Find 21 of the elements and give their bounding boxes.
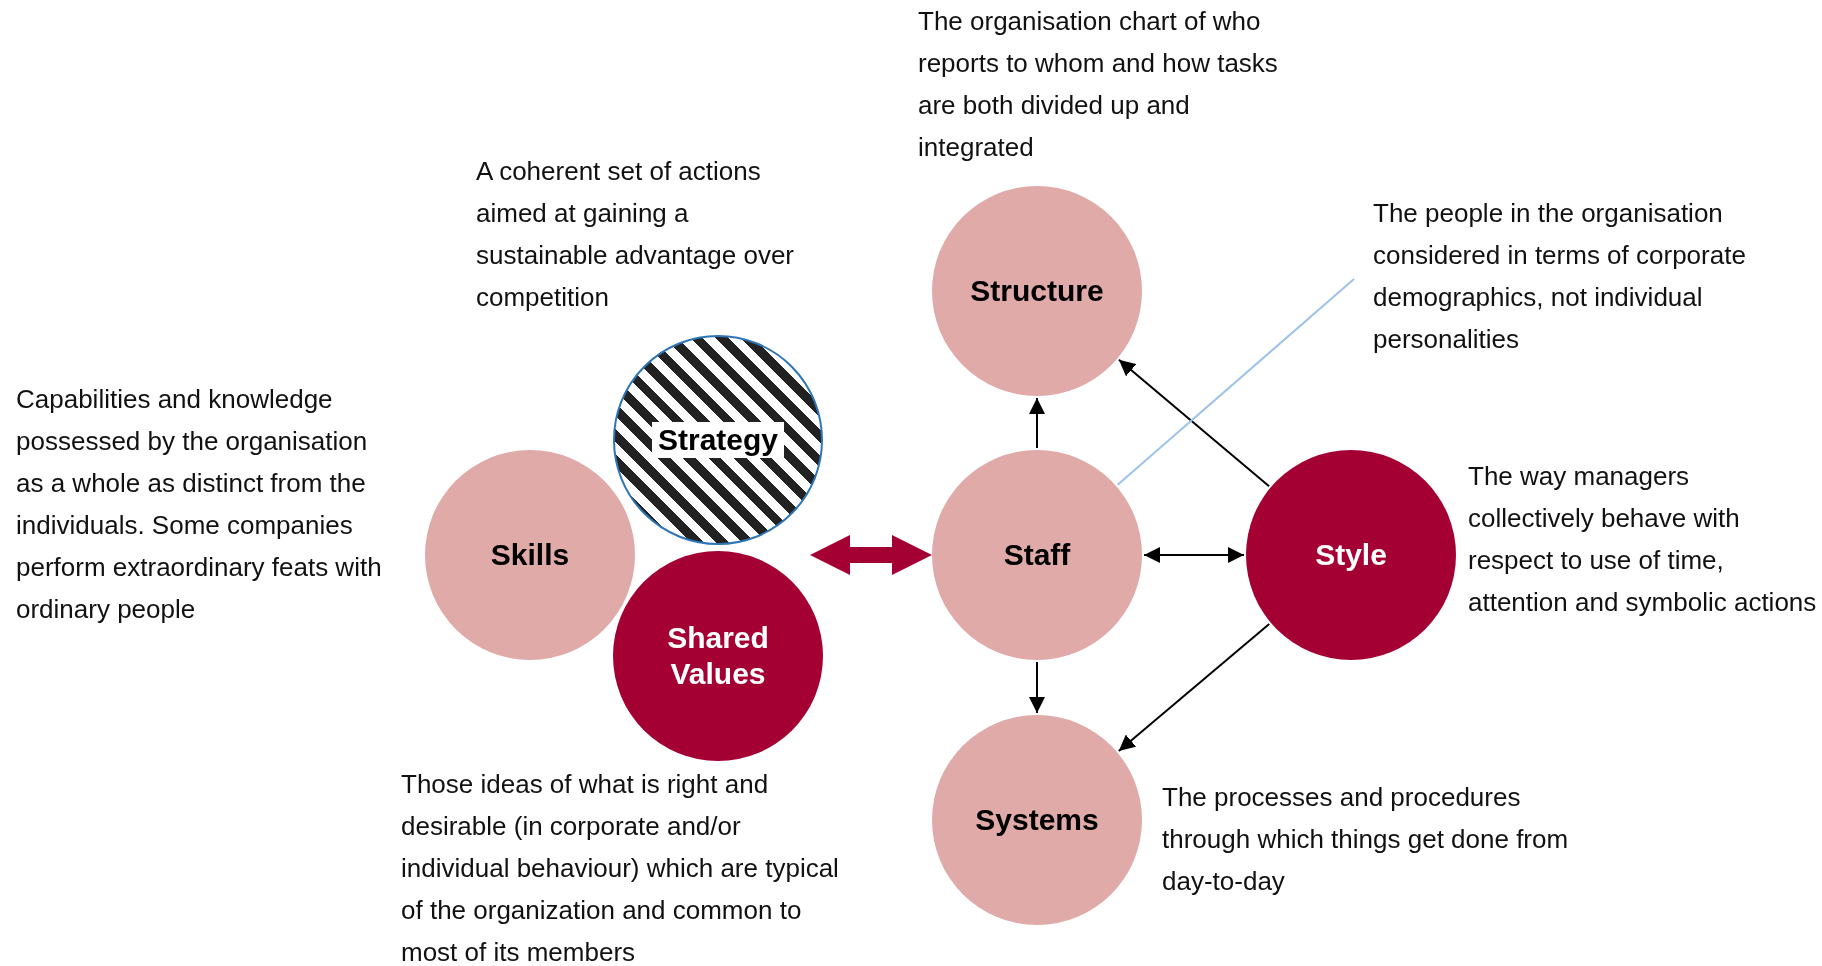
description-text: A coherent set of actions aimed at gaining a sustainable advantage over competition [476,155,795,314]
node-label: Shared Values [666,620,770,692]
arrow [1029,661,1045,714]
description-text: The people in the organisation considered in terms of corporate demographics, not individual personalities [1373,192,1813,360]
description-text: The processes and procedures through which things get done from day-to-day [1162,781,1570,898]
arrow [1117,623,1271,752]
leader-line [1116,278,1355,486]
arrow [1117,358,1271,488]
description-text: Capabilities and knowledge possessed by the organisation as a whole as distinct from the individuals. Some companies perform extraordinary feats with ordinary people [16,383,383,626]
node-label: Strategy [651,422,784,458]
arrow [1029,397,1045,449]
description-text: Those ideas of what is right and desirable (in corporate and/or individual behaviour) which are typical of the organization and common to most of its members [401,768,840,966]
node-label: Skills [490,537,570,573]
double-arrow [810,535,932,575]
double-headed-arrow [1143,547,1245,563]
node-label: Systems [975,802,1099,838]
description-text: The way managers collectively behave with respect to use of time, attention and symbolic actions [1468,460,1818,619]
node-label: Style [1315,537,1387,573]
node-label: Structure [970,273,1104,309]
node-label: Staff [1003,537,1071,573]
description-text: The organisation chart of who reports to whom and how tasks are both divided up and integrated [918,5,1279,164]
